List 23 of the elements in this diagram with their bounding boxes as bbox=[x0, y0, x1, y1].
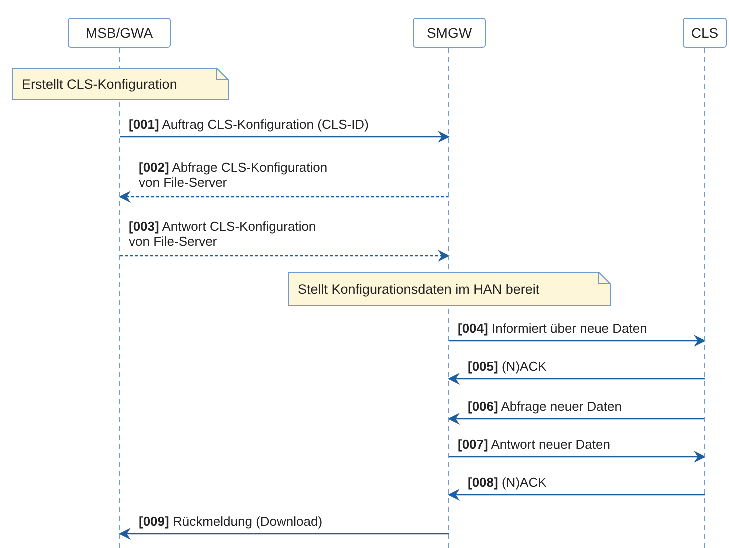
edge-label: [009] Rückmeldung (Download) bbox=[138, 514, 324, 529]
note bbox=[12, 68, 229, 100]
edge-label: [007] Antwort neuer Daten bbox=[457, 437, 612, 452]
note-text: Stellt Konfigurationsdaten im HAN bereit bbox=[298, 282, 540, 296]
edge-label: [008] (N)ACK bbox=[467, 475, 548, 490]
message-arrow bbox=[449, 451, 706, 463]
message-arrow bbox=[449, 335, 706, 347]
message-arrow bbox=[448, 413, 705, 425]
edge-label: [005] (N)ACK bbox=[467, 359, 548, 374]
participant-label: CLS bbox=[691, 25, 719, 41]
message-arrow bbox=[119, 528, 449, 540]
participant-label: SMGW bbox=[426, 25, 472, 41]
edge-label: [001] Auftrag CLS-Konfiguration (CLS-ID) bbox=[128, 117, 370, 132]
edge-label: [006] Abfrage neuer Daten bbox=[467, 399, 623, 414]
note-text: Erstellt CLS-Konfiguration bbox=[22, 76, 178, 92]
message-arrow bbox=[120, 250, 450, 262]
message-arrow bbox=[120, 131, 450, 143]
note bbox=[288, 272, 611, 306]
message-arrow bbox=[448, 489, 705, 501]
message-arrow bbox=[448, 373, 705, 385]
participant-label: MSB/GWA bbox=[86, 25, 154, 41]
message-arrow bbox=[119, 191, 449, 203]
edge-label: [004] Informiert über neue Daten bbox=[457, 321, 648, 336]
